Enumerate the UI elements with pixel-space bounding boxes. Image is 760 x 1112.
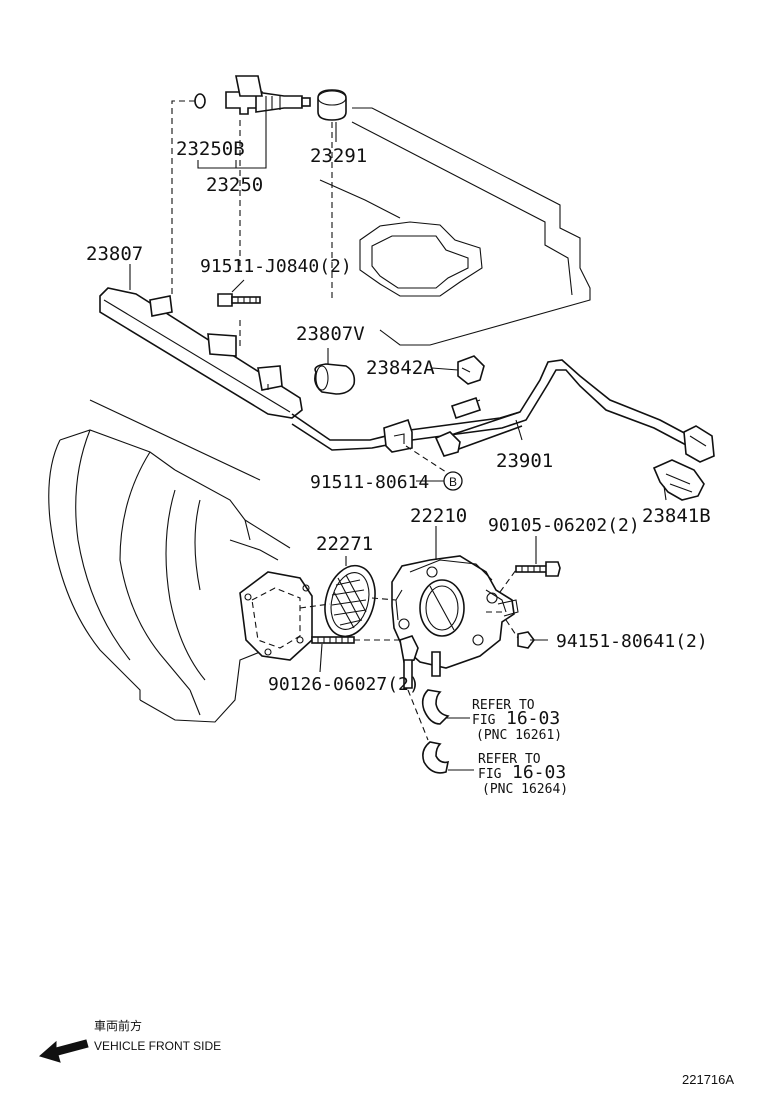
leader-lines: [129, 112, 667, 771]
refer-note-2-fig: FIG: [478, 767, 502, 782]
assembly-guide-lines: [171, 100, 519, 741]
vehicle-front-english: VEHICLE FRONT SIDE: [94, 1039, 221, 1053]
left-arrow-icon: [38, 1039, 89, 1063]
label-23250B: 23250B: [176, 138, 245, 160]
gasket-22271: [324, 564, 376, 638]
label-91511-J0840: 91511-J0840(2): [200, 256, 352, 277]
label-23807V: 23807V: [296, 323, 365, 345]
reference-marker-b: B: [443, 471, 463, 491]
throttle-body-22210: [311, 555, 561, 774]
refer-note-2-figno: 16-03: [512, 762, 566, 783]
figure-code: 221716A: [682, 1072, 734, 1087]
reference-marker-letter: B: [449, 475, 457, 489]
label-23291: 23291: [310, 145, 367, 167]
vehicle-front-note: 車両前方 VEHICLE FRONT SIDE: [38, 1018, 221, 1063]
label-23841B: 23841B: [642, 505, 711, 527]
engine-cover: [319, 107, 591, 346]
refer-note-1-pnc: (PNC 16261): [476, 728, 562, 743]
refer-note-2-pnc: (PNC 16264): [482, 782, 568, 797]
label-90126-06027: 90126-06027(2): [268, 674, 420, 695]
label-23901: 23901: [496, 450, 553, 472]
vehicle-front-japanese: 車両前方: [94, 1018, 142, 1033]
label-91511-80614: 91511-80614: [310, 472, 429, 493]
label-90105-06202: 90105-06202(2): [488, 515, 640, 536]
label-22271: 22271: [316, 533, 373, 555]
refer-note-1-fig: FIG: [472, 713, 496, 728]
fuel-delivery-pipe: [99, 287, 303, 419]
label-23807: 23807: [86, 243, 143, 265]
fuel-injector: [194, 75, 347, 121]
refer-note-1-line1: REFER TO: [472, 698, 535, 713]
refer-note-2-line1: REFER TO: [478, 752, 541, 767]
part-labels: 23250B 23250 23291 23807 91511-J0840(2) …: [86, 138, 711, 695]
label-23250: 23250: [206, 174, 263, 196]
small-parts: [314, 355, 705, 501]
label-94151-80641: 94151-80641(2): [556, 631, 708, 652]
intake-manifold: [48, 399, 313, 723]
refer-note-1-figno: 16-03: [506, 708, 560, 729]
refer-note-2: REFER TO FIG 16-03 (PNC 16264): [478, 752, 568, 797]
fuel-pipe-23901: [291, 359, 715, 463]
label-22210: 22210: [410, 505, 467, 527]
refer-note-1: REFER TO FIG 16-03 (PNC 16261): [472, 698, 562, 743]
label-23842A: 23842A: [366, 357, 435, 379]
